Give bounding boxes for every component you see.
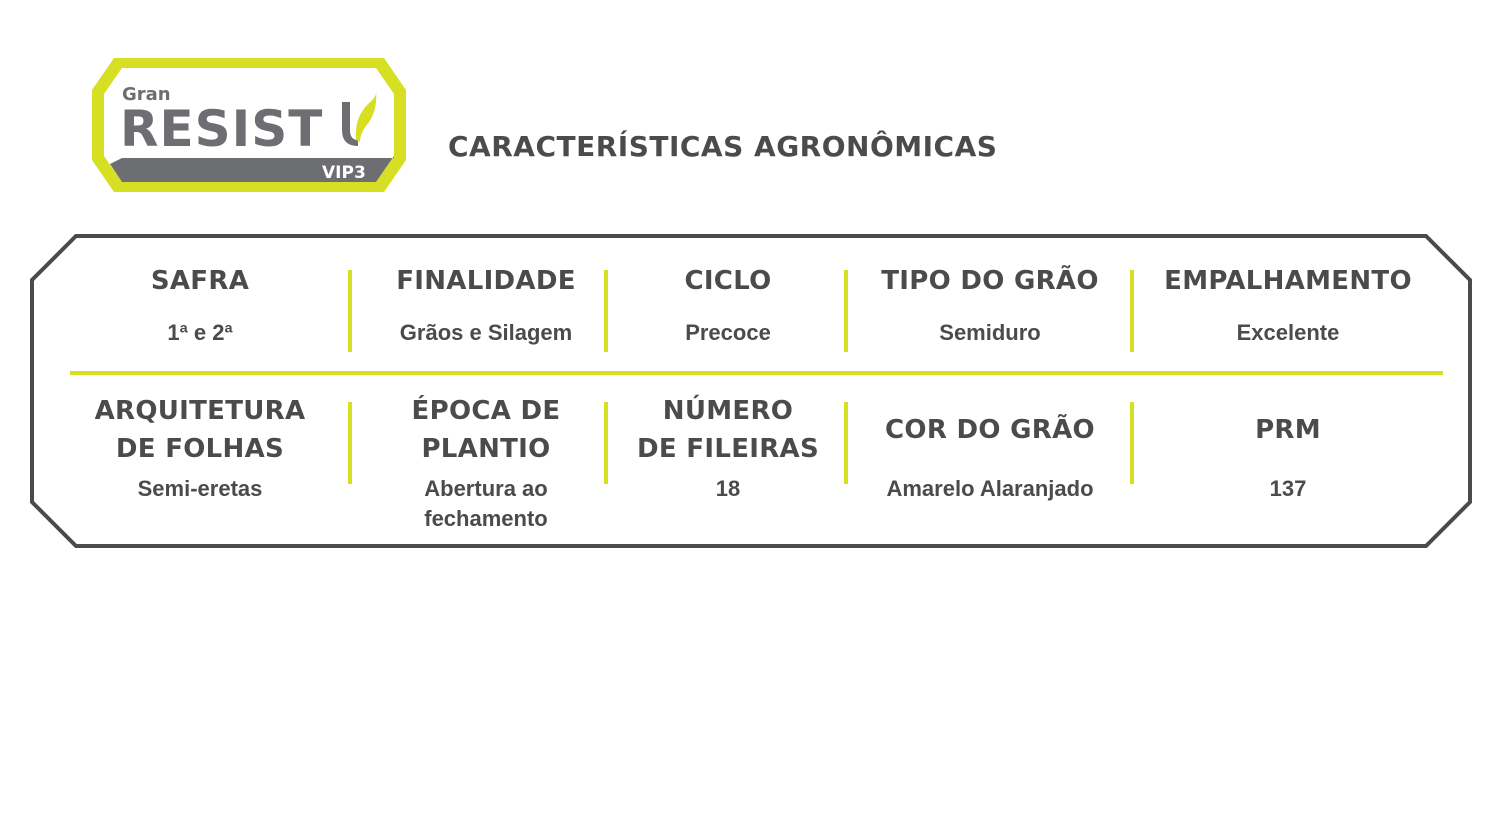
cell-label: FINALIDADE (396, 266, 576, 296)
section-title: CARACTERÍSTICAS AGRONÔMICAS (448, 130, 998, 163)
column-divider (604, 270, 608, 352)
characteristics-row-1: SAFRA 1ª e 2ª FINALIDADE Grãos e Silagem… (52, 262, 1448, 362)
cell-label: ARQUITETURA DE FOLHAS (94, 396, 306, 464)
column-divider (1130, 402, 1134, 484)
cell-label: ÉPOCA DE PLANTIO (411, 396, 561, 464)
cell-label: NÚMERO DE FILEIRAS (637, 396, 819, 464)
column-divider (348, 270, 352, 352)
cell-value: 18 (715, 476, 741, 501)
column-divider (844, 402, 848, 484)
cell-label: CICLO (684, 266, 772, 296)
cell-arquitetura-de-folhas: ARQUITETURA DE FOLHAS Semi-eretas (90, 392, 310, 504)
logo-suffix: VIP3 (322, 163, 366, 183)
cell-tipo-do-grao: TIPO DO GRÃO Semiduro (862, 262, 1118, 348)
cell-label: PRM (1255, 415, 1321, 445)
cell-label: COR DO GRÃO (885, 415, 1095, 445)
cell-value: Semi-eretas (137, 476, 263, 501)
cell-prm: PRM 137 (1148, 392, 1428, 504)
cell-empalhamento: EMPALHAMENTO Excelente (1148, 262, 1428, 348)
row-divider (70, 371, 1443, 375)
cell-value: Semiduro (939, 320, 1041, 345)
column-divider (604, 402, 608, 484)
cell-label: TIPO DO GRÃO (881, 266, 1099, 296)
cell-value: Precoce (685, 320, 771, 345)
cell-value: Abertura ao fechamento (424, 476, 548, 531)
logo-name: RESIST (120, 100, 323, 158)
cell-label: SAFRA (150, 266, 250, 296)
cell-ciclo: CICLO Precoce (628, 262, 828, 348)
cell-epoca-de-plantio: ÉPOCA DE PLANTIO Abertura ao fechamento (374, 392, 598, 534)
cell-safra: SAFRA 1ª e 2ª (100, 262, 300, 348)
cell-numero-de-fileiras: NÚMERO DE FILEIRAS 18 (618, 392, 838, 504)
gran-resist-vip3-logo: Gran RESIST VIP3 (92, 58, 406, 192)
cell-value: Excelente (1236, 320, 1340, 345)
column-divider (348, 402, 352, 484)
cell-value: Amarelo Alaranjado (886, 476, 1094, 501)
cell-value: 137 (1269, 476, 1307, 501)
cell-finalidade: FINALIDADE Grãos e Silagem (374, 262, 598, 348)
logo-prefix: Gran (122, 84, 171, 105)
column-divider (1130, 270, 1134, 352)
column-divider (844, 270, 848, 352)
cell-label: EMPALHAMENTO (1164, 266, 1412, 296)
cell-cor-do-grao: COR DO GRÃO Amarelo Alaranjado (858, 392, 1122, 504)
cell-value: 1ª e 2ª (167, 320, 233, 345)
cell-value: Grãos e Silagem (399, 320, 573, 345)
characteristics-row-2: ARQUITETURA DE FOLHAS Semi-eretas ÉPOCA … (52, 392, 1448, 552)
